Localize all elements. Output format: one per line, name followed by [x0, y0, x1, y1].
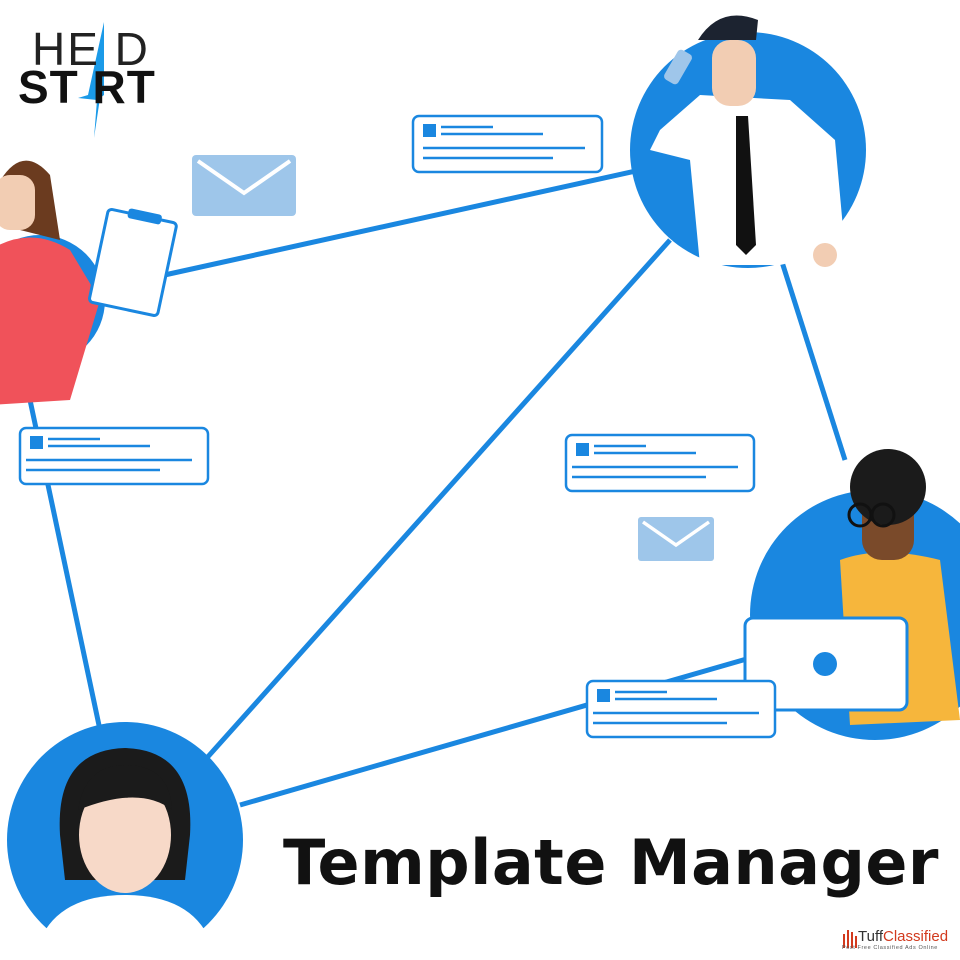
woman-with-laptop-avatar: [743, 449, 960, 740]
man-on-phone-avatar: [630, 15, 866, 268]
message-card: [411, 114, 604, 174]
logo-line2: ST RT: [18, 61, 156, 113]
message-card: [564, 433, 756, 493]
logo-bolt-icon: [78, 22, 104, 138]
watermark-brand-b: Classified: [883, 928, 949, 945]
connection-line: [203, 238, 672, 762]
watermark-tagline: Post Free Classified Ads Online: [842, 945, 938, 951]
watermark-brand-a: Tuff: [858, 928, 884, 945]
message-card: [18, 426, 210, 486]
headstart-logo: HE D ST RT: [18, 22, 163, 142]
woman-with-clipboard-avatar: [0, 160, 178, 405]
envelope-icon: [192, 155, 296, 216]
page-title: Template Manager: [283, 826, 939, 899]
watermark: TuffClassified Post Free Classified Ads …: [842, 928, 960, 951]
user-avatar: [7, 722, 243, 960]
connection-line: [159, 167, 641, 279]
message-card: [585, 679, 777, 739]
watermark-bars-icon: [843, 930, 857, 948]
envelope-icon: [638, 517, 714, 561]
logo-line1: HE D: [32, 23, 150, 75]
connection-line: [779, 261, 848, 461]
